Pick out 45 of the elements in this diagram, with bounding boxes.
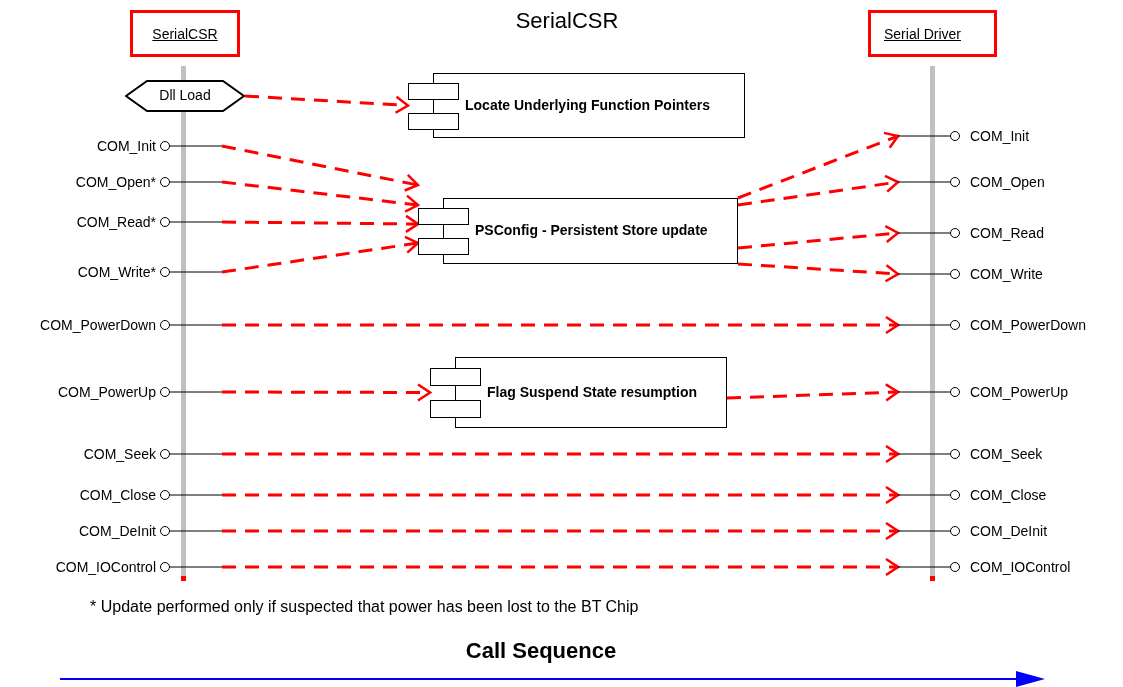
- dashed-arrow: [222, 383, 432, 402]
- dashed-arrow: [222, 521, 900, 541]
- dashed-arrow: [737, 174, 900, 207]
- interface-label: COM_Seek: [83, 446, 156, 462]
- axis-title: Call Sequence: [464, 638, 618, 664]
- interface-label: COM_DeInit: [970, 523, 1048, 539]
- dashed-arrow: [221, 144, 420, 192]
- interface-label: COM_Read: [970, 225, 1044, 241]
- lifeline-header-box: SerialCSR: [130, 10, 240, 57]
- interface-label: COM_PowerUp: [57, 384, 156, 400]
- interface-label: COM_Init: [96, 138, 156, 154]
- interface-label: COM_IOControl: [970, 559, 1071, 575]
- footnote: * Update performed only if suspected that power has been lost to the BT Chip: [90, 598, 639, 616]
- dashed-arrow: [737, 131, 900, 200]
- dashed-arrow: [222, 315, 900, 335]
- dashed-arrow: [222, 485, 900, 505]
- interface-label: COM_PowerUp: [970, 384, 1069, 400]
- interface-label: COM_PowerDown: [40, 317, 156, 333]
- interface-label: COM_Write: [970, 266, 1043, 282]
- event-label: Dll Load: [158, 87, 212, 103]
- component-label: PSConfig - Persistent Store update: [475, 222, 708, 238]
- dashed-arrow: [222, 444, 900, 464]
- lifeline-header-box: Serial Driver: [868, 10, 997, 57]
- dashed-arrow: [221, 235, 420, 274]
- dashed-arrow: [726, 383, 900, 402]
- dashed-arrow: [737, 262, 900, 283]
- dashed-arrow: [221, 180, 420, 213]
- dashed-arrow: [737, 224, 900, 250]
- interface-label: COM_Open*: [75, 174, 156, 190]
- interface-label: COM_Init: [970, 128, 1030, 144]
- diagram-title: SerialCSR: [514, 8, 620, 34]
- interface-label: COM_PowerDown: [970, 317, 1086, 333]
- component-label: Locate Underlying Function Pointers: [465, 96, 711, 113]
- interface-label: COM_Open: [970, 174, 1045, 190]
- dashed-arrow: [222, 214, 420, 234]
- interface-label: COM_IOControl: [55, 559, 156, 575]
- interface-label: COM_Read*: [76, 214, 156, 230]
- interface-label: COM_DeInit: [78, 523, 156, 539]
- interface-label: COM_Write*: [77, 264, 156, 280]
- interface-label: COM_Close: [970, 487, 1047, 503]
- component-label: Flag Suspend State resumption: [487, 383, 698, 400]
- interface-label: COM_Close: [79, 487, 156, 503]
- dashed-arrow: [244, 94, 410, 115]
- interface-label: COM_Seek: [970, 446, 1043, 462]
- dashed-arrow: [222, 557, 900, 577]
